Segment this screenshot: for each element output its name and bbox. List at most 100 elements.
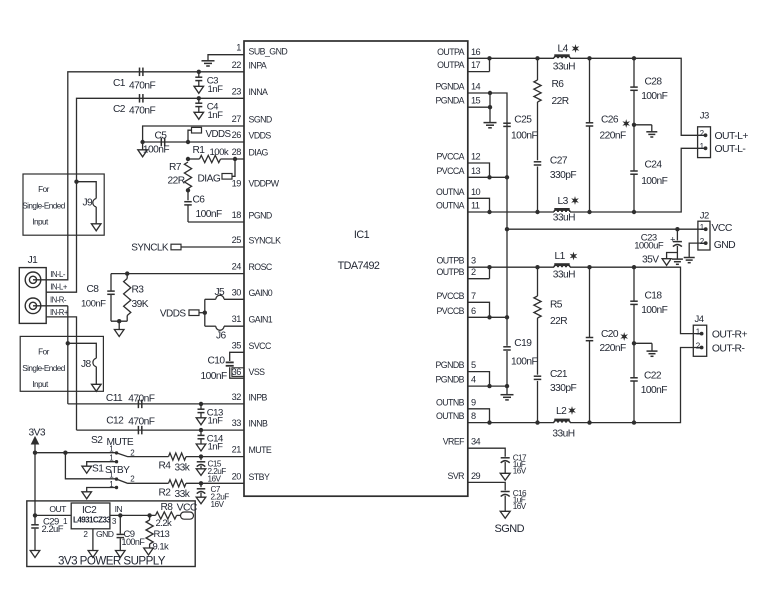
svg-text:1: 1 — [700, 223, 705, 232]
svg-text:8: 8 — [471, 411, 476, 421]
svg-text:100nF: 100nF — [201, 371, 227, 382]
svg-text:L3: L3 — [558, 196, 569, 207]
svg-text:33uH: 33uH — [553, 62, 575, 73]
svg-text:C4: C4 — [207, 102, 219, 113]
svg-text:470nF: 470nF — [129, 106, 155, 117]
svg-text:S1: S1 — [92, 463, 104, 474]
svg-text:470nF: 470nF — [128, 393, 154, 404]
svg-text:470nF: 470nF — [128, 417, 154, 428]
svg-text:100nF: 100nF — [81, 299, 106, 310]
svg-text:2: 2 — [130, 448, 135, 457]
svg-text:C24: C24 — [645, 160, 663, 171]
svg-text:L4931CZ33: L4931CZ33 — [73, 516, 111, 525]
svg-text:16V: 16V — [211, 500, 225, 509]
svg-text:STBY: STBY — [249, 472, 270, 482]
svg-text:19: 19 — [232, 179, 242, 189]
svg-text:IN-L+: IN-L+ — [50, 283, 68, 292]
svg-text:11: 11 — [471, 201, 480, 211]
svg-text:C6: C6 — [193, 195, 206, 206]
svg-text:Single-Ended: Single-Ended — [22, 201, 66, 210]
svg-text:IN-R+: IN-R+ — [50, 308, 69, 317]
svg-text:L1: L1 — [555, 251, 566, 262]
svg-text:C12: C12 — [106, 416, 124, 427]
svg-text:GAIN1: GAIN1 — [249, 315, 273, 325]
svg-text:23: 23 — [232, 86, 242, 96]
svg-text:6: 6 — [471, 306, 476, 316]
svg-text:1: 1 — [109, 454, 114, 463]
svg-text:100k: 100k — [210, 147, 229, 158]
svg-text:VDDS: VDDS — [205, 129, 231, 140]
svg-text:100nF: 100nF — [122, 537, 146, 547]
svg-text:1uF: 1uF — [513, 495, 526, 504]
svg-text:C9: C9 — [124, 529, 135, 540]
svg-text:VDDS: VDDS — [249, 131, 272, 141]
svg-text:DIAG: DIAG — [198, 174, 221, 185]
svg-text:S2: S2 — [91, 435, 103, 446]
svg-text:1: 1 — [696, 327, 701, 336]
svg-text:1nF: 1nF — [208, 110, 224, 121]
svg-text:9.1k: 9.1k — [153, 541, 170, 552]
svg-text:PVCCB: PVCCB — [436, 306, 464, 316]
svg-text:2: 2 — [83, 530, 88, 539]
svg-text:SUB_GND: SUB_GND — [249, 47, 288, 57]
svg-text:29: 29 — [471, 471, 481, 481]
svg-text:OUT-L-: OUT-L- — [715, 144, 746, 155]
svg-text:C13: C13 — [207, 408, 223, 419]
svg-text:J6: J6 — [216, 331, 227, 342]
svg-text:ROSC: ROSC — [249, 262, 273, 272]
svg-text:16V: 16V — [513, 502, 527, 511]
svg-text:J1: J1 — [28, 255, 39, 266]
svg-text:5: 5 — [471, 360, 476, 370]
svg-text:DIAG: DIAG — [249, 148, 269, 158]
svg-text:+: + — [670, 235, 675, 245]
svg-text:OUT-L+: OUT-L+ — [715, 131, 749, 142]
svg-text:25: 25 — [232, 235, 242, 245]
svg-text:2: 2 — [700, 237, 705, 246]
svg-text:1: 1 — [109, 445, 114, 454]
svg-text:100nF: 100nF — [641, 91, 667, 102]
svg-text:33k: 33k — [175, 463, 191, 474]
svg-text:35V: 35V — [642, 255, 659, 266]
svg-text:36: 36 — [232, 367, 242, 377]
svg-text:C10: C10 — [208, 356, 226, 367]
svg-text:16: 16 — [471, 47, 481, 57]
svg-text:31: 31 — [232, 314, 242, 324]
svg-text:For: For — [38, 185, 49, 194]
svg-text:C1: C1 — [113, 78, 126, 89]
svg-text:10: 10 — [471, 187, 481, 197]
svg-text:C3: C3 — [207, 76, 218, 87]
svg-text:R4: R4 — [159, 461, 172, 472]
svg-text:100nF: 100nF — [641, 305, 667, 316]
svg-text:2.2uF: 2.2uF — [42, 524, 64, 535]
svg-text:R6: R6 — [552, 79, 565, 90]
svg-text:C27: C27 — [550, 156, 568, 167]
svg-text:VSS: VSS — [249, 367, 266, 377]
svg-text:14: 14 — [471, 82, 481, 92]
svg-text:PGNDB: PGNDB — [435, 375, 464, 385]
svg-text:VREF: VREF — [443, 437, 465, 447]
svg-text:SGND: SGND — [249, 115, 272, 125]
svg-text:PGNDA: PGNDA — [435, 96, 464, 106]
svg-text:SGND: SGND — [495, 523, 525, 535]
svg-text:R3: R3 — [132, 284, 145, 295]
svg-text:100nF: 100nF — [511, 356, 537, 367]
svg-text:PVCCA: PVCCA — [436, 152, 464, 162]
svg-text:GND: GND — [714, 240, 735, 251]
svg-text:2: 2 — [700, 129, 705, 138]
svg-text:100nF: 100nF — [641, 176, 667, 187]
svg-text:OUT-R+: OUT-R+ — [712, 329, 748, 340]
svg-text:VDDPW: VDDPW — [249, 179, 280, 189]
svg-text:13: 13 — [471, 166, 481, 176]
svg-text:C28: C28 — [645, 77, 663, 88]
svg-text:STBY: STBY — [105, 465, 130, 476]
svg-text:INNA: INNA — [249, 87, 268, 97]
svg-text:17: 17 — [471, 60, 481, 70]
svg-text:100nF: 100nF — [196, 209, 222, 220]
svg-text:3V3: 3V3 — [29, 428, 46, 439]
svg-text:16V: 16V — [208, 474, 222, 483]
svg-text:1: 1 — [109, 471, 114, 480]
svg-text:INNB: INNB — [249, 419, 268, 429]
svg-text:L2: L2 — [556, 406, 567, 417]
svg-text:OUTPA: OUTPA — [437, 60, 465, 70]
svg-text:PVCCB: PVCCB — [436, 291, 464, 301]
